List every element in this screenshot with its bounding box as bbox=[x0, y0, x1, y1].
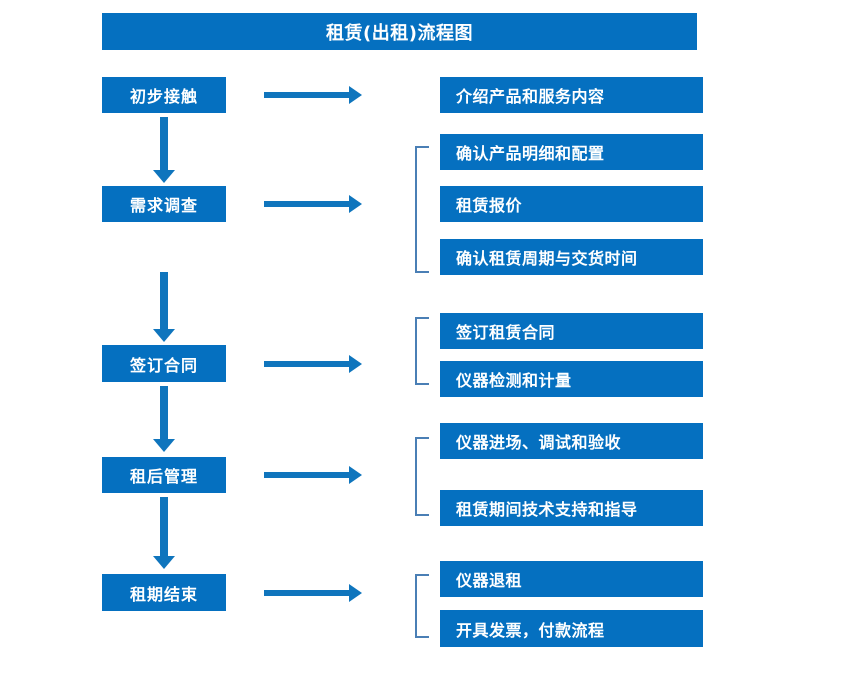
arrow-down-4-to-5 bbox=[153, 497, 175, 569]
output-box-4-2[interactable]: 租赁期间技术支持和指导 bbox=[440, 490, 703, 526]
arrow-shaft bbox=[160, 386, 168, 439]
output-box-2-3[interactable]: 确认租赁周期与交货时间 bbox=[440, 239, 703, 275]
arrow-right-stage-5 bbox=[264, 584, 362, 602]
output-box-5-2[interactable]: 开具发票，付款流程 bbox=[440, 610, 703, 647]
arrow-head bbox=[349, 86, 362, 104]
arrow-head bbox=[349, 466, 362, 484]
arrow-head bbox=[349, 355, 362, 373]
group-bracket-3 bbox=[415, 317, 429, 385]
arrow-down-3-to-4 bbox=[153, 386, 175, 452]
arrow-shaft bbox=[264, 201, 350, 207]
arrow-head bbox=[349, 584, 362, 602]
stage-box-1[interactable]: 初步接触 bbox=[102, 77, 226, 113]
arrow-head bbox=[153, 329, 175, 342]
arrow-shaft bbox=[264, 472, 350, 478]
arrow-shaft bbox=[160, 497, 168, 556]
arrow-down-1-to-2 bbox=[153, 117, 175, 183]
arrow-head bbox=[349, 195, 362, 213]
stage-box-2[interactable]: 需求调查 bbox=[102, 186, 226, 222]
output-box-3-2[interactable]: 仪器检测和计量 bbox=[440, 361, 703, 397]
arrow-head bbox=[153, 439, 175, 452]
arrow-right-stage-3 bbox=[264, 355, 362, 373]
group-bracket-2 bbox=[415, 146, 429, 273]
stage-box-4[interactable]: 租后管理 bbox=[102, 457, 226, 493]
arrow-shaft bbox=[264, 92, 350, 98]
output-box-2-1[interactable]: 确认产品明细和配置 bbox=[440, 134, 703, 170]
arrow-shaft bbox=[160, 117, 168, 170]
arrow-head bbox=[153, 556, 175, 569]
output-box-3-1[interactable]: 签订租赁合同 bbox=[440, 313, 703, 349]
group-bracket-5 bbox=[415, 574, 429, 638]
stage-box-5[interactable]: 租期结束 bbox=[102, 574, 226, 611]
output-box-2-2[interactable]: 租赁报价 bbox=[440, 186, 703, 222]
arrow-shaft bbox=[264, 361, 350, 367]
arrow-right-stage-1 bbox=[264, 86, 362, 104]
output-box-1-1[interactable]: 介绍产品和服务内容 bbox=[440, 77, 703, 113]
output-box-5-1[interactable]: 仪器退租 bbox=[440, 561, 703, 597]
arrow-right-stage-2 bbox=[264, 195, 362, 213]
stage-box-3[interactable]: 签订合同 bbox=[102, 345, 226, 382]
arrow-shaft bbox=[160, 272, 168, 329]
flowchart-title: 租赁(出租)流程图 bbox=[102, 13, 697, 50]
group-bracket-4 bbox=[415, 437, 429, 516]
arrow-head bbox=[153, 170, 175, 183]
arrow-down-2-to-3 bbox=[153, 272, 175, 342]
arrow-shaft bbox=[264, 590, 350, 596]
arrow-right-stage-4 bbox=[264, 466, 362, 484]
output-box-4-1[interactable]: 仪器进场、调试和验收 bbox=[440, 423, 703, 459]
